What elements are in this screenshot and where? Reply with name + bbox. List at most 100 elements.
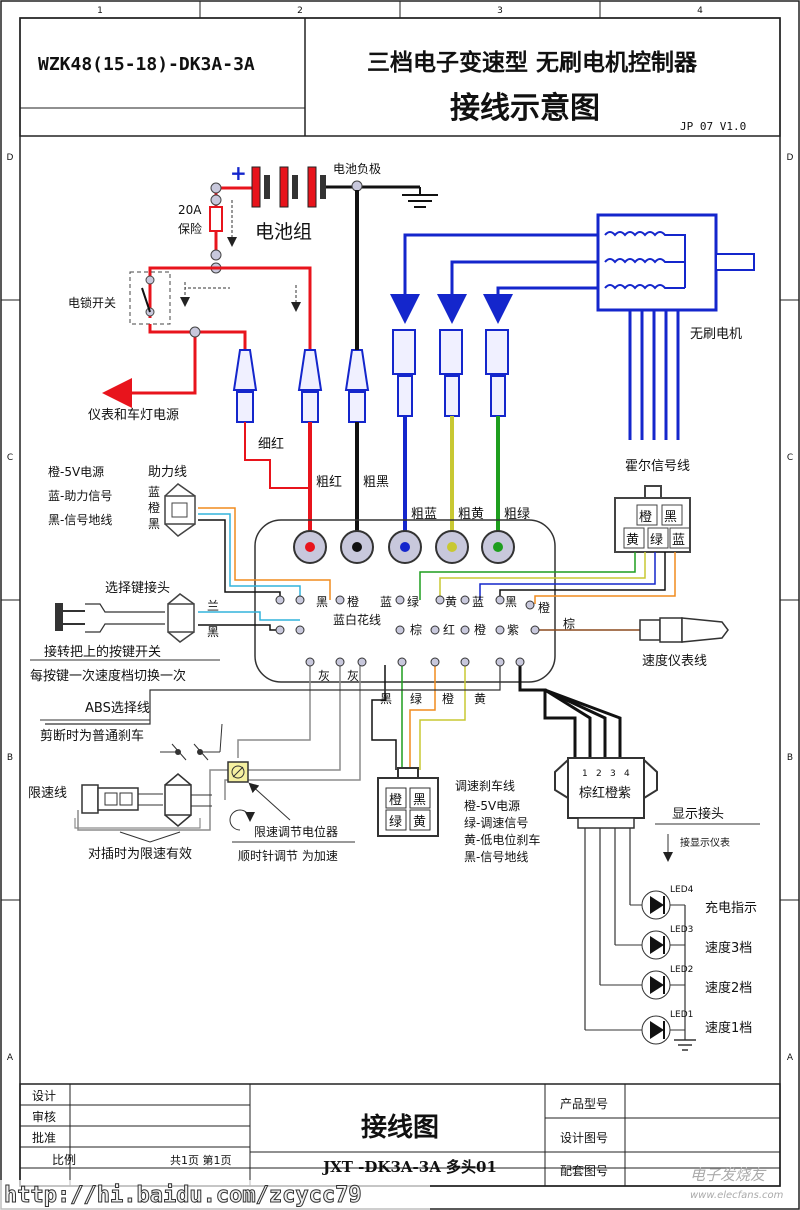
watermark-url: http://hi.baidu.com/zcycc79 — [4, 1183, 362, 1208]
potentiometer-icon — [227, 761, 249, 783]
selector-title: 选择键接头 — [105, 580, 170, 596]
hall-pin-green: 绿 — [650, 533, 663, 548]
abs-section: ABS选择线 剪断时为普通刹车 — [40, 701, 223, 761]
watermarks: http://hi.baidu.com/zcycc79 电子发烧友 www.el… — [0, 1166, 784, 1210]
pot-note: 顺时针调节 为加速 — [238, 848, 338, 863]
throttle-desc-4: 黑-信号地线 — [464, 850, 528, 864]
led2-id: LED2 — [670, 965, 693, 975]
throttle-connector: 橙 黑 绿 黄 调速刹车线 橙-5V电源 绿-调速信号 黄-低电位刹车 黑-信号… — [377, 767, 540, 864]
assist-pin-orange: 橙 — [148, 500, 160, 515]
below-black: 黑 — [380, 692, 392, 706]
speedo-brown-label: 棕 — [563, 616, 575, 631]
col-mark-1: 1 — [97, 6, 103, 16]
pin2-brown: 棕 — [410, 622, 422, 637]
connector-thick-black — [344, 349, 370, 423]
led2-label: 速度2档 — [705, 980, 752, 996]
connector-thin-red — [232, 349, 258, 423]
battery-pack — [251, 166, 326, 208]
led1-label: 速度1档 — [705, 1020, 752, 1036]
hall-pin-black: 黑 — [664, 510, 677, 525]
controller-pin-row-3: 灰 灰 黑 绿 橙 黄 — [305, 657, 525, 706]
row-mark-a-left: A — [7, 1053, 14, 1063]
battery-pack-label: 电池组 — [255, 221, 312, 243]
below-yellow: 黄 — [474, 692, 486, 706]
title-line-1: 三档电子变速型 无刷电机控制器 — [367, 49, 698, 76]
connector-thick-green — [485, 329, 509, 417]
speedometer-connector: 速度仪表线 — [639, 617, 729, 669]
footer-match-number: 配套图号 — [560, 1164, 608, 1178]
signal-wires — [45, 507, 676, 831]
connector-thick-yellow — [439, 329, 463, 417]
pin1-orange: 橙 — [347, 594, 359, 609]
display-connector-colors: 棕红橙紫 — [579, 785, 631, 801]
led3-label: 速度3档 — [705, 940, 752, 956]
footer-design-number: 设计图号 — [560, 1131, 608, 1145]
assist-pin-blue: 蓝 — [148, 485, 160, 499]
watermark-site: www.elecfans.com — [690, 1190, 784, 1201]
footer-block: 设计 审核 批准 比例 共1页 第1页 接线图 JXT -DK3A-3A 多头0… — [19, 1083, 781, 1187]
display-title: 显示接头 — [672, 806, 724, 822]
below-orange: 橙 — [442, 691, 454, 706]
battery-negative-label: 电池负极 — [333, 162, 381, 176]
pin1-black-2: 黑 — [505, 595, 517, 609]
speedometer-label: 速度仪表线 — [642, 653, 707, 669]
pin2-orange: 橙 — [474, 622, 486, 637]
col-mark-3: 3 — [497, 6, 503, 16]
throttle-pin-orange: 橙 — [389, 793, 402, 808]
ground-icon — [402, 187, 438, 208]
battery-plus: + — [230, 161, 247, 185]
main-wires: 细红 粗红 粗黑 粗蓝 粗黄 粗绿 — [244, 416, 530, 545]
fuse — [209, 206, 223, 232]
display-pin-1: 1 — [582, 769, 588, 779]
controller-body — [254, 519, 556, 683]
assist-title: 助力线 — [148, 465, 187, 480]
throttle-desc-1: 橙-5V电源 — [464, 798, 520, 813]
thick-black-label: 粗黑 — [363, 475, 389, 490]
push-button — [55, 603, 63, 631]
display-pin-3: 3 — [610, 769, 616, 779]
pin1-green: 绿 — [407, 594, 419, 609]
assist-desc-3: 黑-信号地线 — [48, 513, 112, 527]
lock-switch-section: 电锁开关 仪表和车灯电源 — [68, 266, 312, 423]
power-connectors — [232, 329, 509, 423]
pin1-blue-2: 蓝 — [472, 595, 484, 609]
limit-title: 限速线 — [28, 786, 67, 801]
led1-icon — [585, 1015, 685, 1045]
pot-label: 限速调节电位器 — [254, 824, 338, 839]
thick-green-label: 粗绿 — [504, 507, 530, 522]
col-mark-4: 4 — [697, 6, 703, 16]
throttle-pin-black: 黑 — [413, 793, 426, 808]
display-connector: 1 2 3 4 棕红橙紫 显示接头 接显示仪表 — [554, 757, 760, 1030]
led1-id: LED1 — [670, 1010, 693, 1020]
led2-icon — [600, 970, 685, 1000]
footer-review: 审核 — [32, 1109, 56, 1124]
motor-phase-wires — [355, 190, 600, 350]
footer-approve: 批准 — [32, 1130, 56, 1145]
thick-yellow-label: 粗黄 — [458, 507, 484, 522]
pin2-red: 红 — [443, 622, 455, 637]
led4-id: LED4 — [670, 885, 694, 895]
pin3-gray-2: 灰 — [347, 669, 359, 683]
controller-pin-row-2: 棕 红 橙 紫 棕 — [275, 616, 575, 637]
row-mark-c-right: C — [787, 453, 793, 463]
led3-icon — [615, 930, 685, 960]
led4-icon — [630, 890, 685, 920]
pin1-blue: 蓝 — [380, 595, 392, 609]
lock-switch-label: 电锁开关 — [68, 295, 116, 310]
selector-note-2: 每按键一次速度档切换一次 — [30, 668, 186, 684]
drawing-name: 接线图 — [361, 1113, 439, 1143]
version: JP 07 V1.0 — [680, 120, 746, 133]
row-mark-d-left: D — [7, 153, 14, 163]
row-mark-b-left: B — [7, 753, 13, 763]
abs-title: ABS选择线 — [85, 701, 150, 716]
title-block: WZK48(15-18)-DK3A-3A 三档电子变速型 无刷电机控制器 接线示… — [19, 17, 781, 137]
motor-label: 无刷电机 — [690, 327, 742, 342]
row-mark-d-right: D — [787, 153, 794, 163]
blue-white-wire-label: 蓝白花线 — [333, 612, 381, 627]
thick-blue-label: 粗蓝 — [411, 507, 437, 522]
throttle-title: 调速刹车线 — [455, 778, 515, 793]
limit-section: 限速线 对插时为限速有效 限速调节电位器 顺时针调节 为加速 — [28, 761, 355, 863]
hall-pin-blue: 蓝 — [672, 533, 685, 548]
